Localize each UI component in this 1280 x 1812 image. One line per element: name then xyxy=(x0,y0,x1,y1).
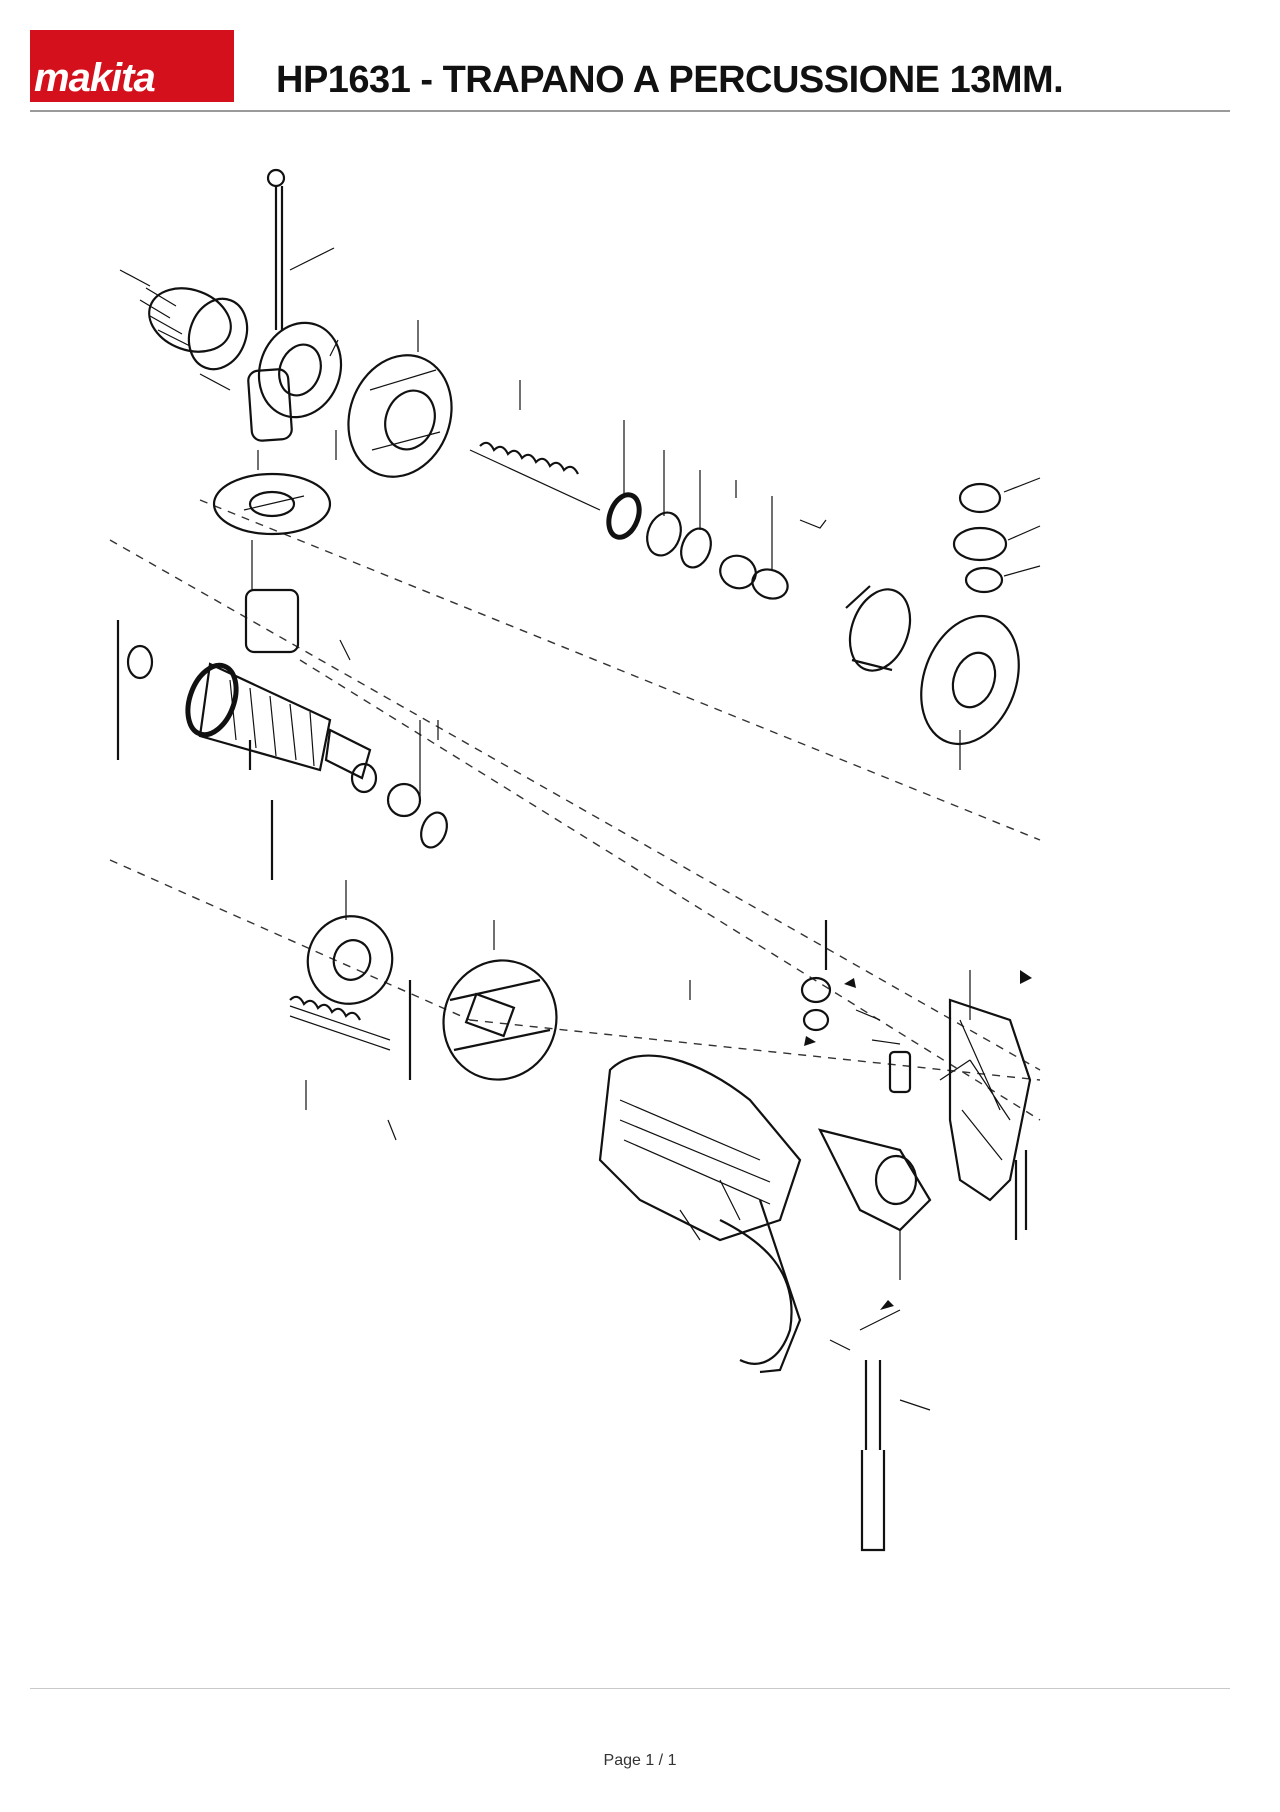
part-switch-assembly xyxy=(800,920,932,1280)
page-footer: Page 1 / 1 xyxy=(603,1752,677,1769)
part-spindle-assembly xyxy=(199,368,337,654)
page-header: makita HP1631 - TRAPANO A PERCUSSIONE 13… xyxy=(30,30,1230,112)
page-title: HP1631 - TRAPANO A PERCUSSIONE 13MM. xyxy=(276,59,1064,101)
part-bearing-cover xyxy=(845,585,1020,770)
part-drill-chuck xyxy=(119,269,249,371)
footer-divider xyxy=(30,1688,1230,1689)
exploded-parts-diagram xyxy=(109,168,1041,1552)
part-cord-and-guard xyxy=(829,1339,931,1552)
part-chuck-key xyxy=(266,168,335,330)
makita-logo-text: makita xyxy=(34,56,156,100)
part-fan-baffle xyxy=(289,880,397,1141)
part-spindle-shaft xyxy=(469,420,827,600)
header-divider xyxy=(30,110,1230,112)
part-rear-handle xyxy=(859,970,1032,1331)
assembly-axis-lines xyxy=(109,499,1041,1121)
part-armature xyxy=(116,620,448,880)
part-field-coil xyxy=(408,920,558,1081)
part-motor-housing xyxy=(598,980,802,1374)
part-gear-housing xyxy=(257,320,521,478)
part-small-gears xyxy=(952,477,1041,594)
makita-logo: makita xyxy=(30,30,234,102)
